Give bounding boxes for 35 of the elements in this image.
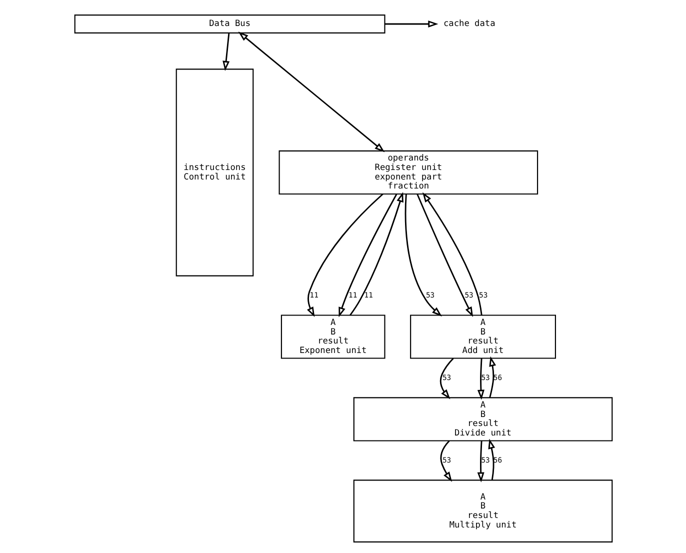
node-text: cache data <box>443 19 495 30</box>
node-box: A B result Add unit <box>410 314 556 359</box>
arrow <box>440 440 452 482</box>
arrow <box>422 192 482 316</box>
edge-label: 56 <box>492 455 502 464</box>
node-box: A B result Divide unit <box>352 397 612 442</box>
arrow <box>238 32 384 152</box>
edge-label: 53 <box>464 290 473 300</box>
edge-label: 53 <box>425 290 434 300</box>
arrow <box>488 356 496 398</box>
edge-label: 53 <box>442 372 451 382</box>
arrow <box>439 358 454 400</box>
node-box: A B result Multiply unit <box>352 480 612 542</box>
node-box: operands Register unit exponent part fraction <box>278 150 538 195</box>
node-box: instructions Control unit <box>175 68 254 276</box>
arrow <box>488 438 495 480</box>
arrow <box>416 194 473 317</box>
edge-label: 11 <box>348 290 357 300</box>
node-box: A B result Exponent unit <box>280 314 385 359</box>
arrow <box>306 194 383 318</box>
arrow <box>222 32 230 72</box>
arrow <box>476 358 484 400</box>
edge-label: 53 <box>480 372 490 382</box>
arrow <box>349 192 403 316</box>
arrow <box>476 440 484 482</box>
arrow <box>404 194 442 316</box>
arrow <box>384 20 438 28</box>
arrow <box>338 194 397 318</box>
edge-label: 11 <box>309 290 318 300</box>
edge-label: 56 <box>492 372 502 382</box>
node-box: Data Bus <box>74 14 385 34</box>
edge-label: 11 <box>364 290 372 300</box>
edge-label: 53 <box>478 290 488 300</box>
edge-label: 53 <box>480 455 490 464</box>
edge-label: 53 <box>442 455 451 464</box>
